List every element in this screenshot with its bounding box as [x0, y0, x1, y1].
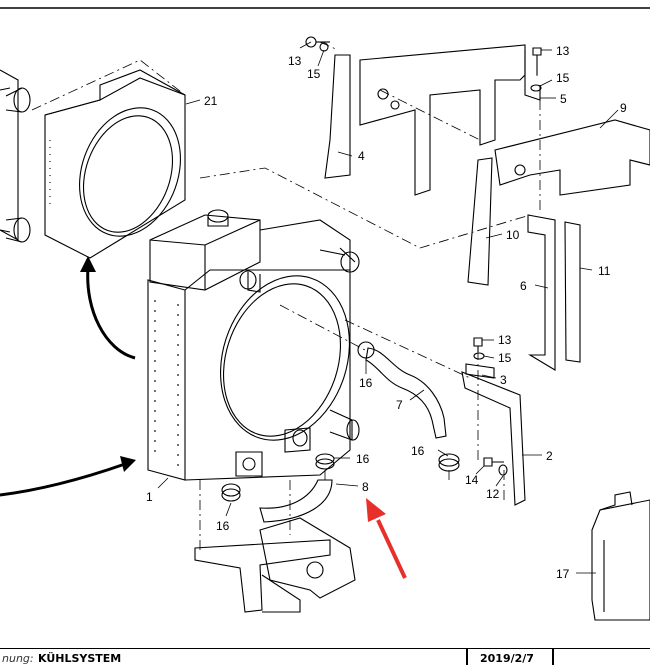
fan-shroud-part-21 — [44, 69, 186, 259]
callout-16a: 16 — [359, 376, 373, 390]
callout-15a: 15 — [307, 67, 321, 81]
assembly-arrows — [0, 267, 136, 497]
callout-13c: 13 — [498, 333, 512, 347]
diagram-svg: 21 13 15 13 15 5 9 4 10 11 6 13 15 3 16 … — [0, 7, 650, 621]
callout-3: 3 — [500, 373, 507, 387]
highlight-arrow-head — [366, 498, 386, 522]
leader-lines — [157, 41, 619, 574]
callout-15b: 15 — [556, 71, 570, 85]
support-base — [194, 517, 356, 613]
highlight-arrow-shaft — [376, 519, 407, 579]
bracket-part-main — [359, 44, 526, 196]
callout-9: 9 — [620, 101, 627, 115]
hose-part-8 — [259, 479, 333, 523]
callout-14: 14 — [465, 473, 479, 487]
radiator-part-1 — [147, 209, 360, 481]
callout-17: 17 — [556, 567, 570, 581]
callout-13b: 13 — [556, 44, 570, 58]
bracket-part-9 — [494, 119, 650, 196]
arrow-to-radiator — [0, 462, 126, 497]
alignment-lines — [31, 41, 541, 550]
callout-10: 10 — [506, 228, 520, 242]
callout-5: 5 — [560, 92, 567, 106]
callout-15c: 15 — [498, 351, 512, 365]
callout-16d: 16 — [216, 519, 230, 533]
jerrycan-part-17 — [591, 491, 650, 621]
title-block-title: KÜHLSYSTEM — [38, 652, 122, 665]
arrow-head-right — [120, 456, 136, 472]
callout-11: 11 — [598, 264, 611, 278]
callout-labels: 21 13 15 13 15 5 9 4 10 11 6 13 15 3 16 … — [146, 44, 627, 581]
callout-2: 2 — [546, 449, 553, 463]
callout-7: 7 — [396, 398, 403, 412]
callout-12: 12 — [486, 487, 500, 501]
title-block: nung: KÜHLSYSTEM 2019/2/7 — [0, 648, 650, 665]
callout-8: 8 — [362, 480, 369, 494]
bracket-part-6 — [527, 214, 556, 371]
callout-1: 1 — [146, 490, 153, 504]
callout-16c: 16 — [356, 452, 370, 466]
arrow-head-up — [80, 256, 96, 272]
title-block-divider — [466, 649, 468, 665]
bracket-part-2 — [461, 371, 526, 506]
callout-4: 4 — [358, 149, 365, 163]
callout-16b: 16 — [411, 444, 425, 458]
bracket-part-11 — [564, 221, 581, 363]
callout-21: 21 — [204, 94, 218, 108]
bracket-part-5 — [524, 50, 541, 101]
callout-13a: 13 — [288, 54, 302, 68]
bracket-part-10 — [467, 157, 493, 286]
arrow-up-to-shroud — [86, 267, 136, 360]
small-parts — [221, 36, 542, 502]
callout-6: 6 — [520, 279, 527, 293]
title-block-date: 2019/2/7 — [480, 652, 534, 665]
title-block-label: nung: — [2, 652, 34, 665]
hose-part-7 — [365, 347, 447, 439]
title-block-divider — [552, 649, 554, 665]
bracket-part-4 — [324, 54, 351, 179]
bracket-parts — [324, 44, 650, 371]
left-radiator-part — [0, 69, 31, 243]
part-drawings — [0, 36, 650, 621]
